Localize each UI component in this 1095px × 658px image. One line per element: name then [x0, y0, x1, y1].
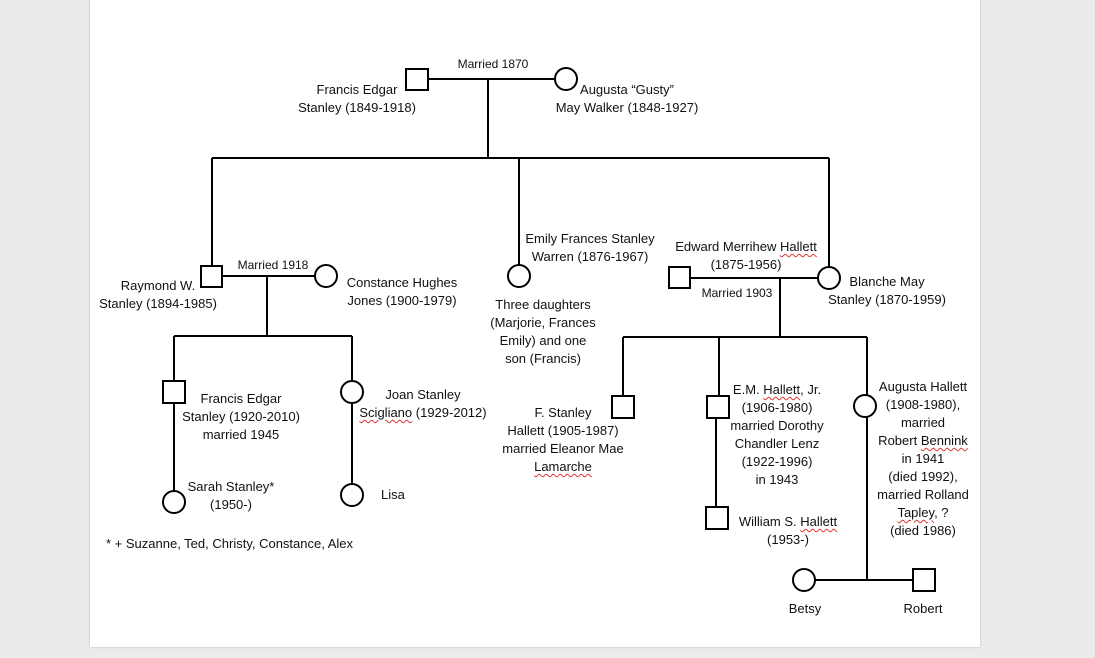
- person-constance: Constance Hughes Jones (1900-1979): [346, 275, 458, 308]
- person-william: William S. Hallett (1953-): [738, 514, 838, 547]
- robert-male-symbol: [912, 568, 936, 592]
- marriage-label-1870: Married 1870: [457, 57, 529, 71]
- person-blanche: Blanche May Stanley (1870-1959): [828, 274, 946, 307]
- constance-female-symbol: [314, 264, 338, 288]
- document-page: [90, 0, 980, 647]
- marriage-label-1903: Married 1903: [701, 286, 773, 300]
- person-augusta-walker: Augusta “Gusty” May Walker (1848-1927): [555, 82, 699, 115]
- betsy-female-symbol: [792, 568, 816, 592]
- william-male-symbol: [705, 506, 729, 530]
- person-em-hallett: E.M. Hallett, Jr. (1906-1980) married Do…: [730, 382, 824, 487]
- person-francis-sr: Francis Edgar Stanley (1849-1918): [298, 82, 416, 115]
- person-joan: Joan Stanley Scigliano (1929-2012): [359, 387, 487, 420]
- emily-children-note: Three daughters (Marjorie, Frances Emily…: [490, 297, 596, 366]
- person-robert: Robert: [903, 601, 943, 616]
- person-lisa: Lisa: [381, 487, 405, 502]
- augusta-hallett-female-symbol: [853, 394, 877, 418]
- person-sarah: Sarah Stanley* (1950-): [187, 479, 275, 512]
- person-emily: Emily Frances Stanley Warren (1876-1967): [525, 231, 655, 264]
- f-stanley-hallett-male-symbol: [611, 395, 635, 419]
- person-augusta-hallett: Augusta Hallett (1908-1980), married Rob…: [877, 379, 969, 538]
- lisa-female-symbol: [340, 483, 364, 507]
- person-edward: Edward Merrihew Hallett (1875-1956): [675, 239, 817, 272]
- person-francis-jr: Francis Edgar Stanley (1920-2010) marrie…: [182, 391, 300, 442]
- marriage-label-1918: Married 1918: [237, 258, 309, 272]
- sarah-female-symbol: [162, 490, 186, 514]
- person-f-stanley-hallett: F. Stanley Hallett (1905-1987) married E…: [502, 405, 624, 474]
- person-raymond: Raymond W. Stanley (1894-1985): [99, 278, 217, 311]
- footnote: * + Suzanne, Ted, Christy, Constance, Al…: [106, 536, 354, 551]
- em-hallett-male-symbol: [706, 395, 730, 419]
- person-betsy: Betsy: [788, 601, 822, 616]
- emily-female-symbol: [507, 264, 531, 288]
